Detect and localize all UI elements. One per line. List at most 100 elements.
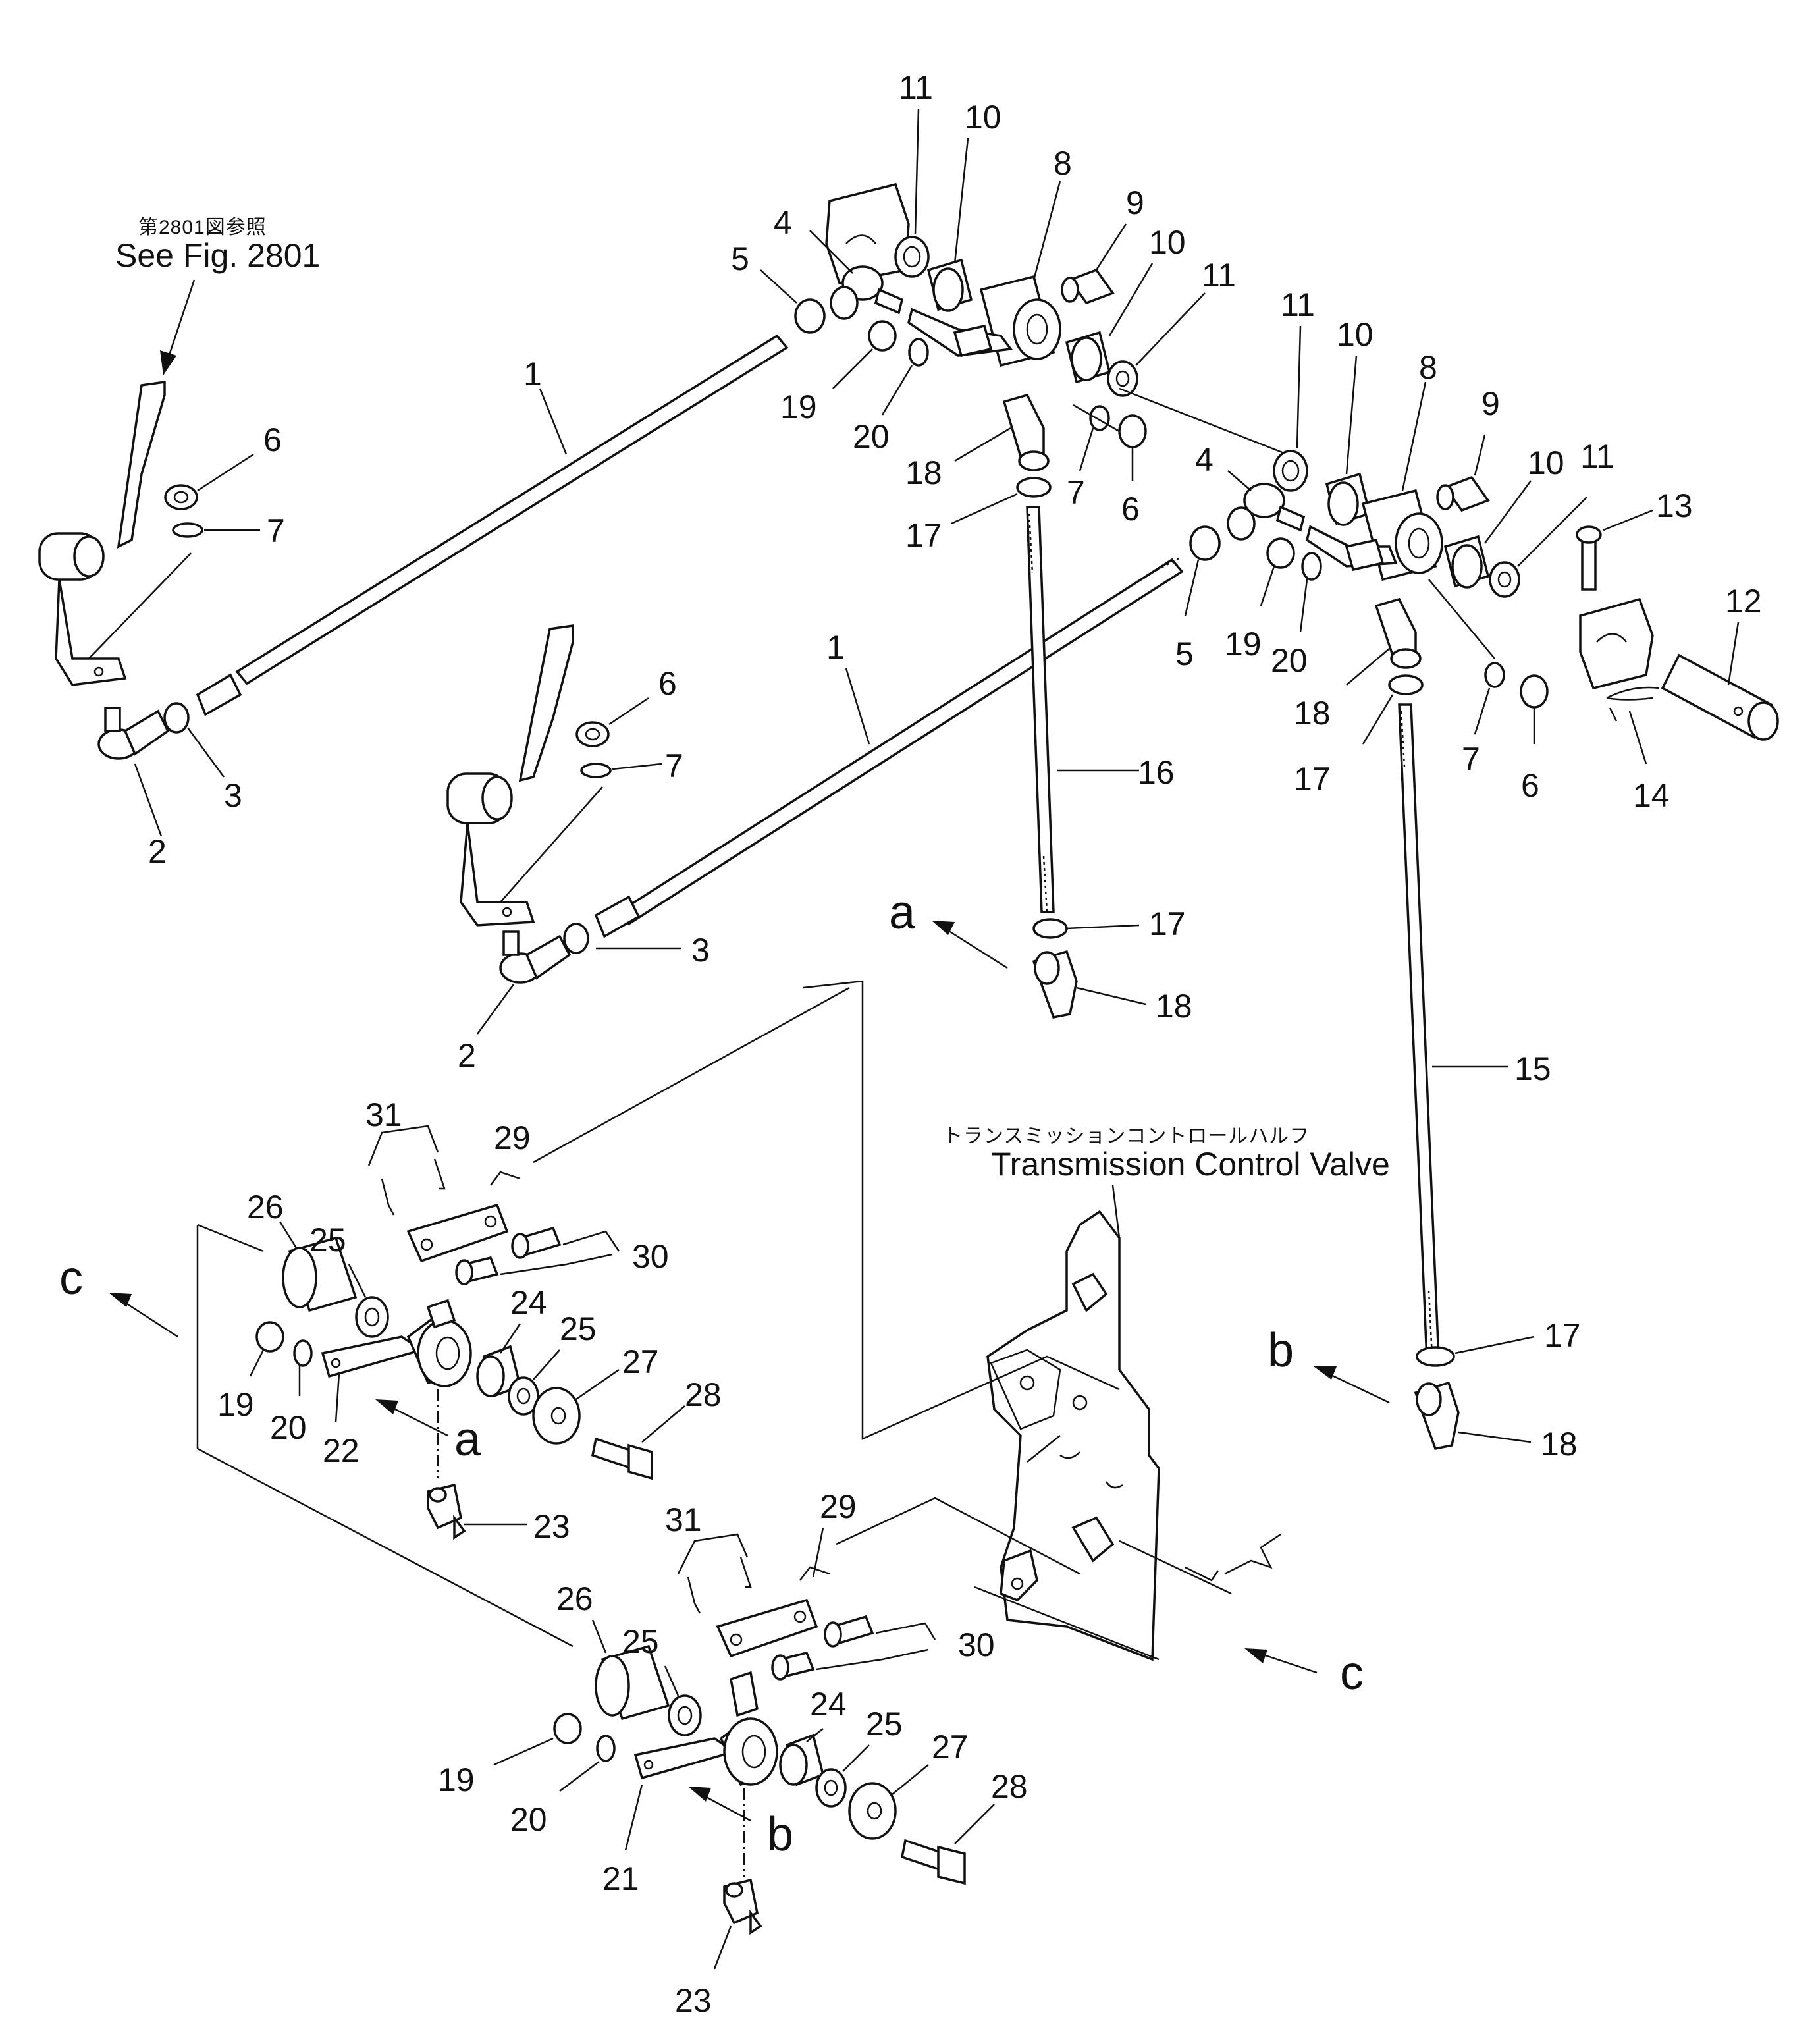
view-a-upper: a — [889, 886, 916, 939]
bushing-25-upper-l: 25 — [309, 1222, 389, 1338]
callout-11: 11 — [1202, 257, 1236, 294]
callout-14: 14 — [1633, 777, 1670, 814]
view-c-left: c — [59, 1252, 83, 1304]
callout-13: 13 — [1656, 487, 1693, 524]
bushing-10-ur: 10 — [1065, 224, 1186, 384]
boss-26-lower: 26 — [556, 1580, 670, 1721]
callout-17: 17 — [1544, 1317, 1581, 1354]
lower-assembly-lower: 31 29 30 26 25 — [438, 1488, 1028, 2019]
washer-27-lower: 27 — [848, 1729, 969, 1840]
callout-25: 25 — [309, 1222, 346, 1258]
lever-21: 21 — [602, 1671, 778, 1897]
callout-7: 7 — [665, 747, 683, 784]
bushing-24-upper: 24 — [476, 1284, 547, 1398]
see-fig-arrowhead — [160, 350, 176, 375]
frame-lines — [196, 980, 1160, 1661]
callout-6: 6 — [1121, 491, 1140, 527]
callout-20: 20 — [853, 418, 890, 455]
plate-29-upper: 29 — [406, 1119, 531, 1263]
rod-end-2-lower: 2 — [458, 930, 572, 1074]
elbow-18-bottom-16: 18 — [1032, 950, 1192, 1025]
control-lever-upper — [38, 380, 192, 686]
callout-19: 19 — [217, 1386, 254, 1423]
callout-30: 30 — [958, 1627, 995, 1663]
washer-7-upper: 7 — [172, 512, 285, 549]
callout-16: 16 — [1138, 754, 1175, 791]
tcv-jp: トランスミッションコントロールハルフ — [943, 1125, 1310, 1147]
cotter-31-upper: 31 — [365, 1096, 446, 1216]
washer-20-lower-b: 20 — [510, 1735, 616, 1838]
callout-11: 11 — [1281, 286, 1315, 323]
callout-18: 18 — [1294, 695, 1331, 732]
rod-end-2-upper: 2 — [97, 707, 170, 870]
nut-19-right: 19 — [1225, 537, 1295, 662]
callout-10: 10 — [1149, 224, 1186, 261]
callout-28: 28 — [991, 1768, 1028, 1805]
nut-3-upper: 3 — [163, 673, 242, 814]
callout-6: 6 — [1521, 767, 1539, 804]
grease-fitting-9-left: 9 — [1061, 184, 1144, 305]
rod-1-upper: 1 — [235, 333, 789, 686]
leader-arm-right — [1428, 579, 1495, 659]
washer-7-right: 7 — [1462, 662, 1505, 778]
callout-7: 7 — [1067, 474, 1085, 511]
bushing-25-lower-r: 25 — [815, 1706, 903, 1808]
callout-1: 1 — [523, 356, 542, 392]
callout-30: 30 — [632, 1238, 669, 1275]
control-lever-lower — [446, 624, 603, 927]
view-b-upper: b — [1267, 1324, 1294, 1377]
pin-30-lower: 30 — [771, 1615, 995, 1681]
nut-19-upper: 19 — [780, 320, 897, 425]
callout-17: 17 — [1149, 905, 1186, 942]
callout-23: 23 — [675, 1982, 712, 2019]
nut-6-upper: 6 — [164, 421, 282, 510]
callout-25: 25 — [866, 1706, 903, 1742]
callout-4: 4 — [774, 204, 792, 241]
callout-23: 23 — [533, 1508, 570, 1545]
callout-24: 24 — [510, 1284, 547, 1321]
callout-28: 28 — [685, 1376, 722, 1413]
view-c-right: c — [1244, 1647, 1364, 1700]
leader-arm-upper — [1073, 404, 1120, 433]
callout-20: 20 — [270, 1409, 307, 1446]
cotter-31-lower: 31 — [665, 1501, 752, 1614]
callout-31: 31 — [365, 1096, 402, 1133]
callout-18: 18 — [1541, 1426, 1578, 1463]
washer-27-upper: 27 — [532, 1343, 659, 1445]
boss-26-upper: 26 — [247, 1189, 358, 1312]
bushing-25-upper-r: 25 — [508, 1310, 597, 1416]
view-a-lower: a — [454, 1413, 481, 1466]
callout-4: 4 — [1195, 441, 1214, 478]
cotter-14: 14 — [1606, 686, 1670, 814]
bushing-10-rr: 10 — [1443, 444, 1564, 589]
washer-7-mid: 7 — [1067, 405, 1110, 511]
lever-22: 22 — [321, 1299, 472, 1469]
callout-2: 2 — [458, 1037, 476, 1074]
callout-24: 24 — [810, 1686, 847, 1723]
see-fig-note: 第2801図参照 See Fig. 2801 — [115, 217, 320, 375]
nut-19-lower-b: 19 — [438, 1713, 582, 1798]
elbow-18-top-left: 18 — [905, 393, 1050, 491]
boss-8-left: 8 — [979, 145, 1072, 367]
callout-21: 21 — [602, 1860, 639, 1897]
bolt-13: 13 — [1576, 487, 1693, 591]
grease-fitting-23-lower: 23 — [675, 1878, 762, 2019]
nut-6-lower: 6 — [575, 665, 677, 747]
washer-20-lower-a: 20 — [270, 1339, 313, 1446]
nut-5-right: 5 — [1175, 506, 1256, 672]
callout-17: 17 — [1294, 761, 1331, 797]
callout-7: 7 — [1462, 741, 1480, 778]
callout-2: 2 — [148, 833, 167, 870]
callout-10: 10 — [965, 99, 1001, 136]
callout-15: 15 — [1514, 1050, 1551, 1087]
bracket-right — [1579, 597, 1654, 690]
elbow-18-top-right: 18 — [1294, 597, 1422, 732]
callout-5: 5 — [1175, 635, 1194, 672]
leader-11-mid — [1119, 387, 1288, 456]
callout-19: 19 — [438, 1762, 475, 1798]
washer-20-upper: 20 — [853, 338, 929, 455]
callout-11: 11 — [1580, 438, 1614, 475]
bolt-28-upper: 28 — [591, 1376, 722, 1480]
nut-6-mid: 6 — [1118, 414, 1147, 527]
